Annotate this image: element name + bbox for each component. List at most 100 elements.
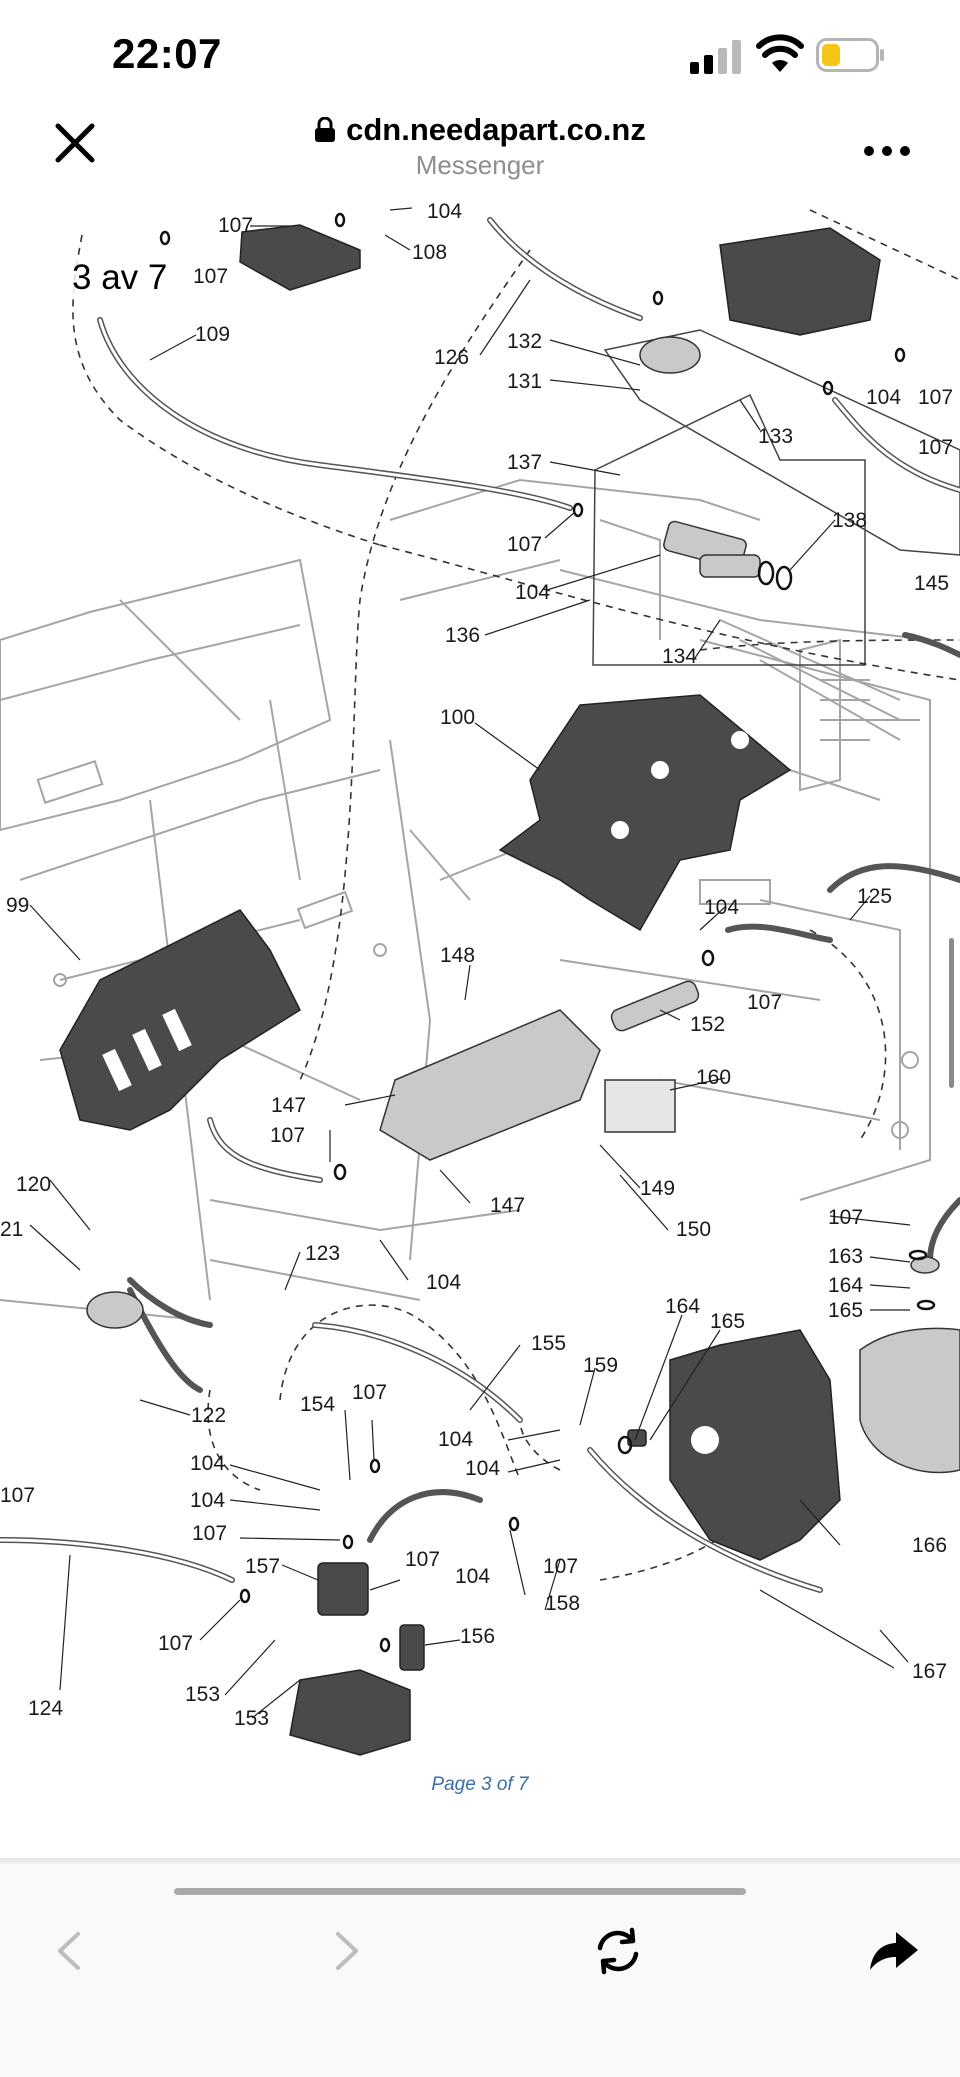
diagram-label: 157 — [245, 1555, 280, 1578]
diagram-label: 166 — [912, 1534, 947, 1557]
diagram-label: 131 — [507, 370, 542, 393]
toolbar-divider — [0, 1858, 960, 1864]
diagram-label: 107 — [352, 1381, 387, 1404]
diagram-label: 147 — [490, 1194, 525, 1217]
status-bar: 22:07 — [0, 0, 960, 110]
diagram-label: 138 — [832, 509, 867, 532]
diagram-label: 164 — [828, 1274, 863, 1297]
diagram-label: 134 — [662, 645, 697, 668]
diagram-label: 104 — [465, 1457, 500, 1480]
diagram-label: 145 — [914, 572, 949, 595]
address-bar[interactable]: cdn.needapart.co.nz Messenger — [300, 112, 660, 181]
diagram-label: 100 — [440, 706, 475, 729]
diagram-label: 104 — [455, 1565, 490, 1588]
part-153-stand — [289, 1669, 411, 1756]
parts-diagram: 107 107 104 108 109 126 132 131 133 104 … — [0, 200, 960, 1756]
bottom-toolbar — [0, 1864, 960, 2077]
diagram-label: 104 — [704, 896, 739, 919]
part-100 — [498, 694, 792, 932]
diagram-label: 120 — [16, 1173, 51, 1196]
chevron-right-icon — [336, 1932, 358, 1970]
diagram-label: 107 — [218, 214, 253, 237]
o-rings — [159, 212, 936, 1653]
home-indicator[interactable] — [174, 1888, 746, 1895]
part-133-valve — [719, 227, 881, 336]
document-viewer[interactable]: 107 107 104 108 109 126 132 131 133 104 … — [0, 198, 960, 1860]
more-button[interactable] — [862, 140, 912, 162]
diagram-label: 104 — [515, 581, 550, 604]
diagram-label: 136 — [445, 624, 480, 647]
page-counter: 3 av 7 — [68, 258, 172, 298]
diagram-label: 107 — [918, 386, 953, 409]
status-time: 22:07 — [112, 30, 222, 77]
callout-boxes — [592, 329, 960, 666]
diagram-label: 107 — [828, 1206, 863, 1229]
scroll-indicator[interactable] — [949, 938, 954, 1088]
diagram-label: 165 — [710, 1310, 745, 1333]
diagram-label: 152 — [690, 1013, 725, 1036]
diagram-label: 107 — [747, 991, 782, 1014]
more-horizontal-icon — [864, 146, 910, 156]
diagram-label: 123 — [305, 1242, 340, 1265]
diagram-label: 160 — [696, 1066, 731, 1089]
diagram-label: 108 — [412, 241, 447, 264]
part-156 — [399, 1624, 425, 1671]
diagram-label: 104 — [866, 386, 901, 409]
part-160 — [604, 1079, 676, 1133]
diagram-label: 132 — [507, 330, 542, 353]
diagram-label: 104 — [427, 200, 462, 223]
diagram-label: 125 — [857, 885, 892, 908]
diagram-label: 107 — [405, 1548, 440, 1571]
diagram-label: 149 — [640, 1177, 675, 1200]
part-121 — [86, 1291, 144, 1329]
machine-outline — [0, 478, 931, 1321]
diagram-label: 137 — [507, 451, 542, 474]
diagram-labels: 107 107 104 108 109 126 132 131 133 104 … — [0, 200, 953, 1730]
close-button[interactable] — [50, 118, 100, 168]
part-166 — [669, 1329, 841, 1561]
diagram-label: 153 — [234, 1707, 269, 1730]
diagram-label: 107 — [158, 1632, 193, 1655]
diagram-label: 104 — [190, 1489, 225, 1512]
chevron-left-icon — [58, 1932, 80, 1970]
diagram-label: 104 — [438, 1428, 473, 1451]
part-heat-exchanger — [379, 1009, 601, 1161]
grey-parts — [86, 336, 960, 1474]
diagram-label: 155 — [531, 1332, 566, 1355]
diagram-label: 167 — [912, 1660, 947, 1683]
diagram-label: 126 — [434, 346, 469, 369]
source-app-label: Messenger — [415, 150, 545, 180]
diagram-label: 21 — [0, 1218, 23, 1241]
diagram-label: 159 — [583, 1354, 618, 1377]
part-138-body — [699, 554, 761, 578]
diagram-label: 99 — [6, 894, 29, 917]
diagram-label: 163 — [828, 1245, 863, 1268]
share-arrow-icon — [870, 1932, 918, 1970]
diagram-label: 107 — [270, 1124, 305, 1147]
diagram-label: 107 — [918, 436, 953, 459]
part-145-disc — [859, 1327, 960, 1474]
diagram-label: 150 — [676, 1218, 711, 1241]
leader-lines — [29, 207, 911, 1719]
part-152 — [610, 980, 700, 1032]
battery-low-icon — [816, 38, 884, 72]
diagram-label: 107 — [507, 533, 542, 556]
diagram-label: 107 — [0, 1484, 35, 1507]
reload-button[interactable] — [588, 1926, 648, 1976]
diagram-label: 165 — [828, 1299, 863, 1322]
page-footer: Page 3 of 7 — [431, 1774, 529, 1795]
forward-button[interactable] — [316, 1926, 376, 1976]
cellular-signal-icon — [690, 40, 741, 74]
diagram-label: 164 — [665, 1295, 700, 1318]
back-button[interactable] — [40, 1926, 100, 1976]
share-button[interactable] — [864, 1926, 924, 1976]
diagram-label: 107 — [543, 1555, 578, 1578]
close-icon — [55, 123, 95, 163]
diagram-label: 147 — [271, 1094, 306, 1117]
diagram-label: 148 — [440, 944, 475, 967]
diagram-label: 109 — [195, 323, 230, 346]
diagram-label: 133 — [758, 425, 793, 448]
diagram-label: 104 — [190, 1452, 225, 1475]
diagram-label: 107 — [192, 1522, 227, 1545]
page-url: cdn.needapart.co.nz — [346, 112, 646, 147]
